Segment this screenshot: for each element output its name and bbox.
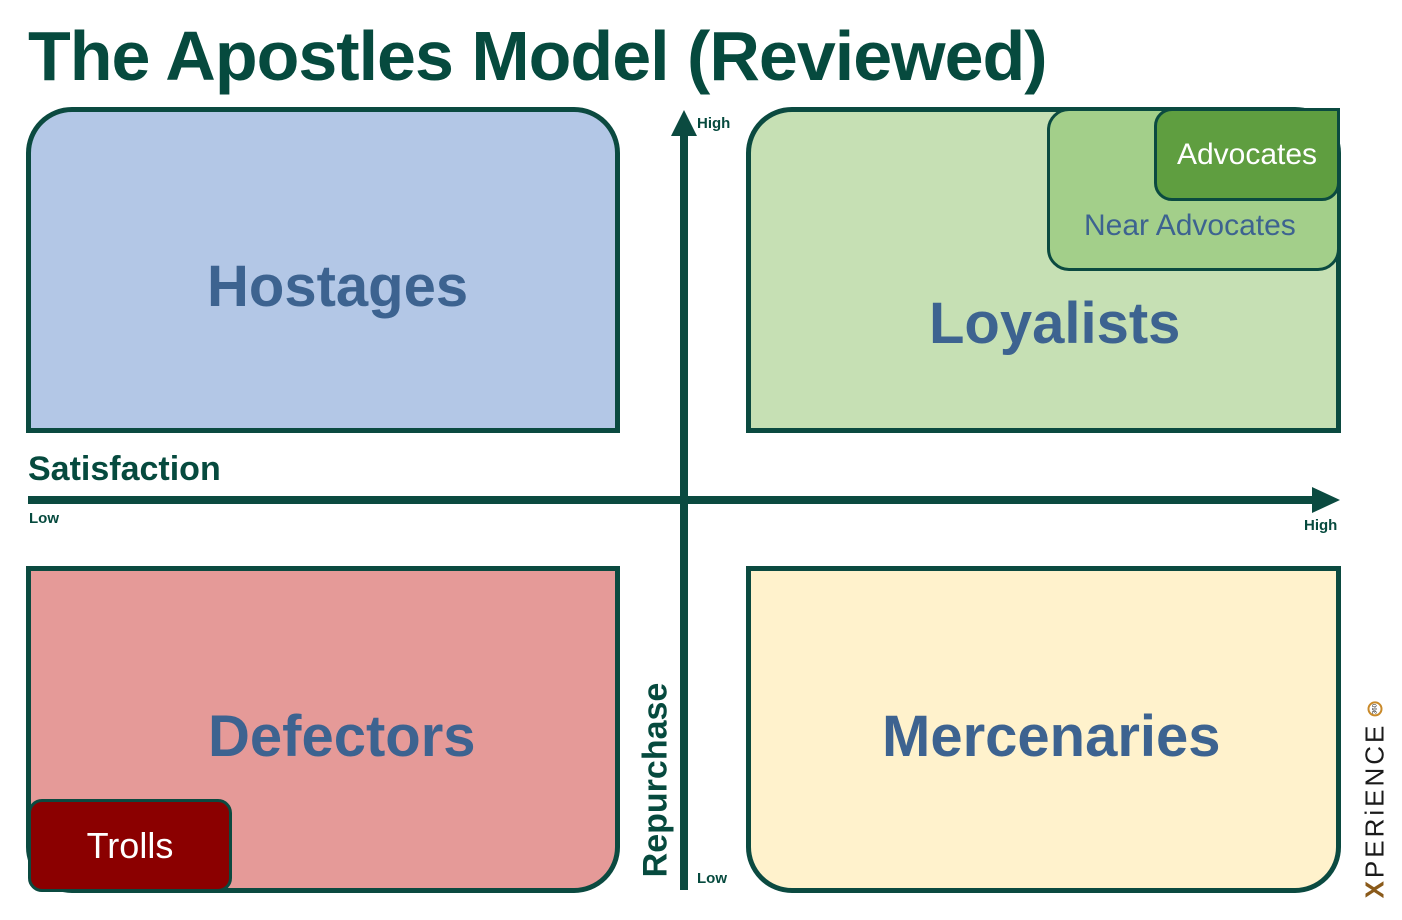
brand-initial: X <box>1359 878 1390 899</box>
x-axis-high-label: High <box>1304 517 1338 534</box>
quadrant-label-loyalists: Loyalists <box>929 291 1181 356</box>
quadrant-hostages: Hostages <box>26 107 620 433</box>
page-title: The Apostles Model (Reviewed) <box>28 17 1048 95</box>
x-axis-label: Satisfaction <box>28 450 221 488</box>
y-axis-high-label: High <box>697 115 731 132</box>
brand-logo: XPERiENCE 360 <box>1360 701 1391 899</box>
x-axis-arrowhead <box>1312 487 1340 513</box>
quadrant-label-hostages: Hostages <box>207 254 469 319</box>
brand-rest: PERiENCE <box>1359 722 1390 879</box>
quadrant-label-mercenaries: Mercenaries <box>882 704 1221 769</box>
segment-label-trolls: Trolls <box>86 824 174 866</box>
y-axis-low-label: Low <box>697 870 727 887</box>
x-axis-low-label: Low <box>29 510 59 527</box>
quadrant-defectors: Defectors <box>26 566 620 893</box>
y-axis-arrowhead <box>671 110 697 136</box>
quadrant-mercenaries: Mercenaries <box>746 566 1341 893</box>
quadrant-label-defectors: Defectors <box>208 704 476 769</box>
y-axis-label: Repurchase <box>636 682 675 878</box>
brand-wordmark: XPERiENCE <box>1360 723 1391 899</box>
segment-label-near-advocates: Near Advocates <box>1084 209 1296 242</box>
segment-advocates: Advocates <box>1154 108 1340 201</box>
brand-badge-icon: 360 <box>1367 701 1383 717</box>
segment-trolls: Trolls <box>28 799 232 892</box>
segment-label-advocates: Advocates <box>1176 137 1318 171</box>
